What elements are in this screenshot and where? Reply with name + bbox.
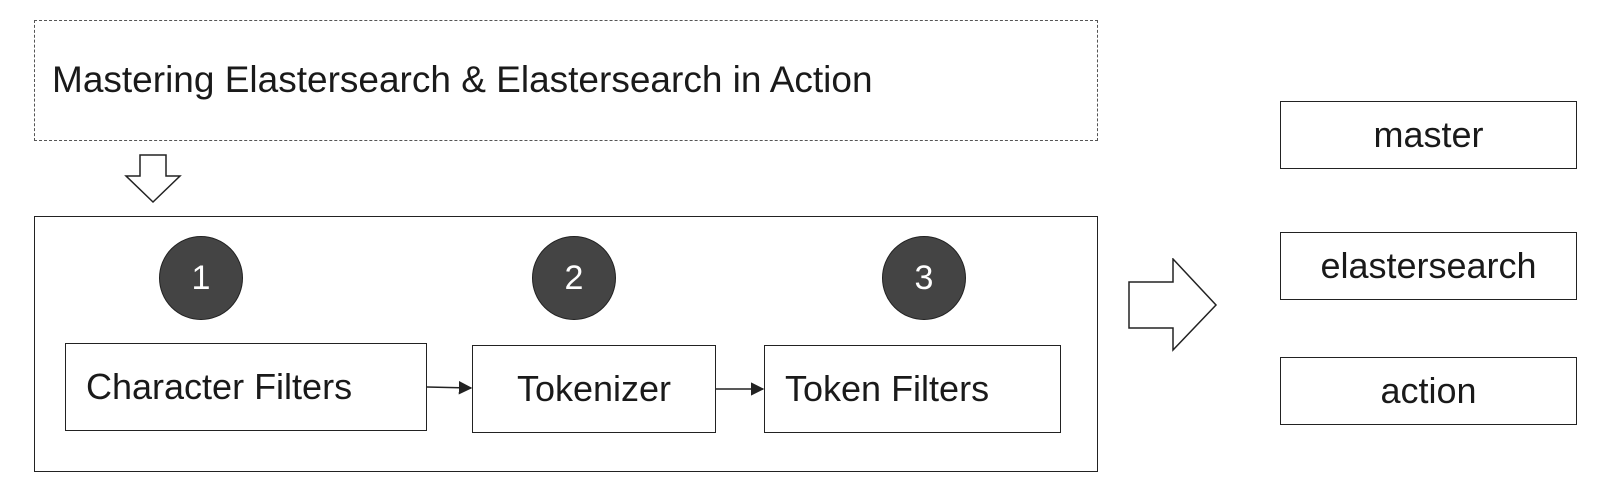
token-filters-box: Token Filters (764, 345, 1061, 433)
term-label: master (1373, 114, 1484, 155)
tokenizer-label: Tokenizer (516, 368, 672, 409)
input-text: Mastering Elastersearch & Elastersearch … (52, 59, 873, 100)
down-arrow-icon (124, 154, 182, 204)
character-filters-label: Character Filters (86, 366, 353, 407)
step-2-badge: 2 (532, 236, 616, 320)
analyzer-container (34, 216, 1098, 472)
term-label: elastersearch (1320, 245, 1537, 286)
step-1-badge: 1 (159, 236, 243, 320)
term-box-action: action (1280, 357, 1577, 425)
term-box-elastersearch: elastersearch (1280, 232, 1577, 300)
character-filters-box: Character Filters (65, 343, 427, 431)
step-3-badge: 3 (882, 236, 966, 320)
input-text-box (34, 20, 1098, 141)
term-box-master: master (1280, 101, 1577, 169)
term-label: action (1380, 370, 1477, 411)
right-arrow-icon (1128, 258, 1218, 352)
tokenizer-box: Tokenizer (472, 345, 716, 433)
token-filters-label: Token Filters (785, 368, 990, 409)
